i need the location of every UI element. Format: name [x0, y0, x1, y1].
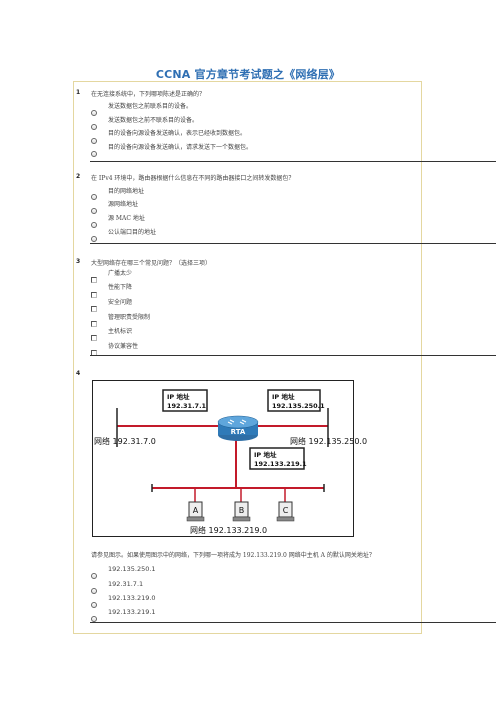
option-radio[interactable]: [91, 151, 97, 157]
network-label-bottom: 网络 192.133.219.0: [190, 525, 267, 535]
option-label: 192.133.219.0: [108, 594, 156, 602]
option-label: 性能下降: [108, 284, 133, 291]
host-label: B: [239, 506, 245, 515]
option-radio[interactable]: [91, 208, 97, 214]
question-number: 4: [76, 370, 81, 377]
router-icon: [217, 415, 259, 441]
option-radio[interactable]: [91, 194, 97, 200]
option-checkbox[interactable]: [91, 321, 97, 327]
host-c: C: [276, 501, 295, 522]
question-text: 大型网络存在哪三个常见问题？（选择三项）: [91, 260, 212, 267]
question-text: 请参见图示。如果使用图示中的网络，下列哪一项将成为 192.133.219.0 …: [91, 552, 375, 559]
option-checkbox[interactable]: [91, 277, 97, 283]
ip-box-1-line2: 192.31.7.1: [167, 402, 207, 410]
network-diagram: RTA IP 地址 192.31.7.1 IP 地址 192.135.250.1…: [92, 380, 367, 537]
ip-box-2: IP 地址 192.135.250.1: [267, 389, 325, 412]
option-label: 发送数据包之前联系目的设备。: [108, 103, 193, 110]
host-label: A: [193, 506, 199, 515]
question-number: 1: [76, 89, 81, 96]
question-text: 在无连接系统中，下列哪项陈述是正确的？: [91, 91, 206, 98]
quiz-frame: [73, 81, 422, 634]
option-label: 主机标识: [108, 328, 133, 335]
option-radio[interactable]: [91, 124, 97, 130]
option-label: 源网络地址: [108, 201, 139, 208]
network-label-left: 网络 192.31.7.0: [94, 436, 156, 446]
option-label: 安全问题: [108, 299, 133, 306]
ip-box-2-line1: IP 地址: [272, 392, 295, 401]
ip-box-3-line2: 192.133.219.1: [254, 460, 307, 468]
option-checkbox[interactable]: [91, 292, 97, 298]
option-label: 192.133.219.1: [108, 608, 156, 616]
option-label: 目的网络地址: [108, 188, 145, 195]
ip-box-3: IP 地址 192.133.219.1: [249, 447, 307, 470]
option-label: 协议兼容性: [108, 343, 139, 350]
option-radio[interactable]: [91, 138, 97, 144]
router-label: RTA: [231, 428, 246, 436]
option-label: 192.135.250.1: [108, 565, 156, 573]
option-label: 管理职责受限制: [108, 314, 151, 321]
host-a: A: [186, 501, 205, 522]
question-number: 3: [76, 258, 81, 265]
option-radio[interactable]: [91, 236, 97, 242]
option-checkbox[interactable]: [91, 306, 97, 312]
option-label: 192.31.7.1: [108, 580, 144, 588]
question-text: 在 IPv4 环境中，路由器根据什么信息在不同的路由器接口之间转发数据包？: [91, 175, 295, 182]
host-b: B: [232, 501, 251, 522]
host-label: C: [283, 506, 289, 515]
option-radio[interactable]: [91, 588, 97, 594]
option-radio[interactable]: [91, 573, 97, 579]
ip-box-1-line1: IP 地址: [167, 392, 190, 401]
option-checkbox[interactable]: [91, 335, 97, 341]
question-divider: [90, 355, 496, 356]
question-divider: [90, 161, 496, 162]
option-label: 目的设备向源设备发送确认，表示已经收到数据包。: [108, 130, 247, 137]
option-label: 源 MAC 地址: [108, 215, 145, 222]
option-label: 发送数据包之前不联系目的设备。: [108, 117, 199, 124]
option-radio[interactable]: [91, 602, 97, 608]
question-divider: [90, 243, 496, 244]
page-title: CCNA 官方章节考试题之《网络层》: [155, 68, 341, 81]
question-divider: [90, 622, 496, 623]
option-label: 广播太少: [108, 270, 133, 277]
ip-box-1: IP 地址 192.31.7.1: [162, 389, 208, 412]
option-label: 公认端口目的地址: [108, 229, 157, 236]
network-label-right: 网络 192.135.250.0: [290, 436, 367, 446]
option-label: 目的设备向源设备发送确认，请求发送下一个数据包。: [108, 144, 253, 151]
option-radio[interactable]: [91, 616, 97, 622]
option-radio[interactable]: [91, 222, 97, 228]
option-radio[interactable]: [91, 110, 97, 116]
ip-box-2-line2: 192.135.250.1: [272, 402, 325, 410]
question-number: 2: [76, 173, 81, 180]
ip-box-3-line1: IP 地址: [254, 450, 277, 459]
